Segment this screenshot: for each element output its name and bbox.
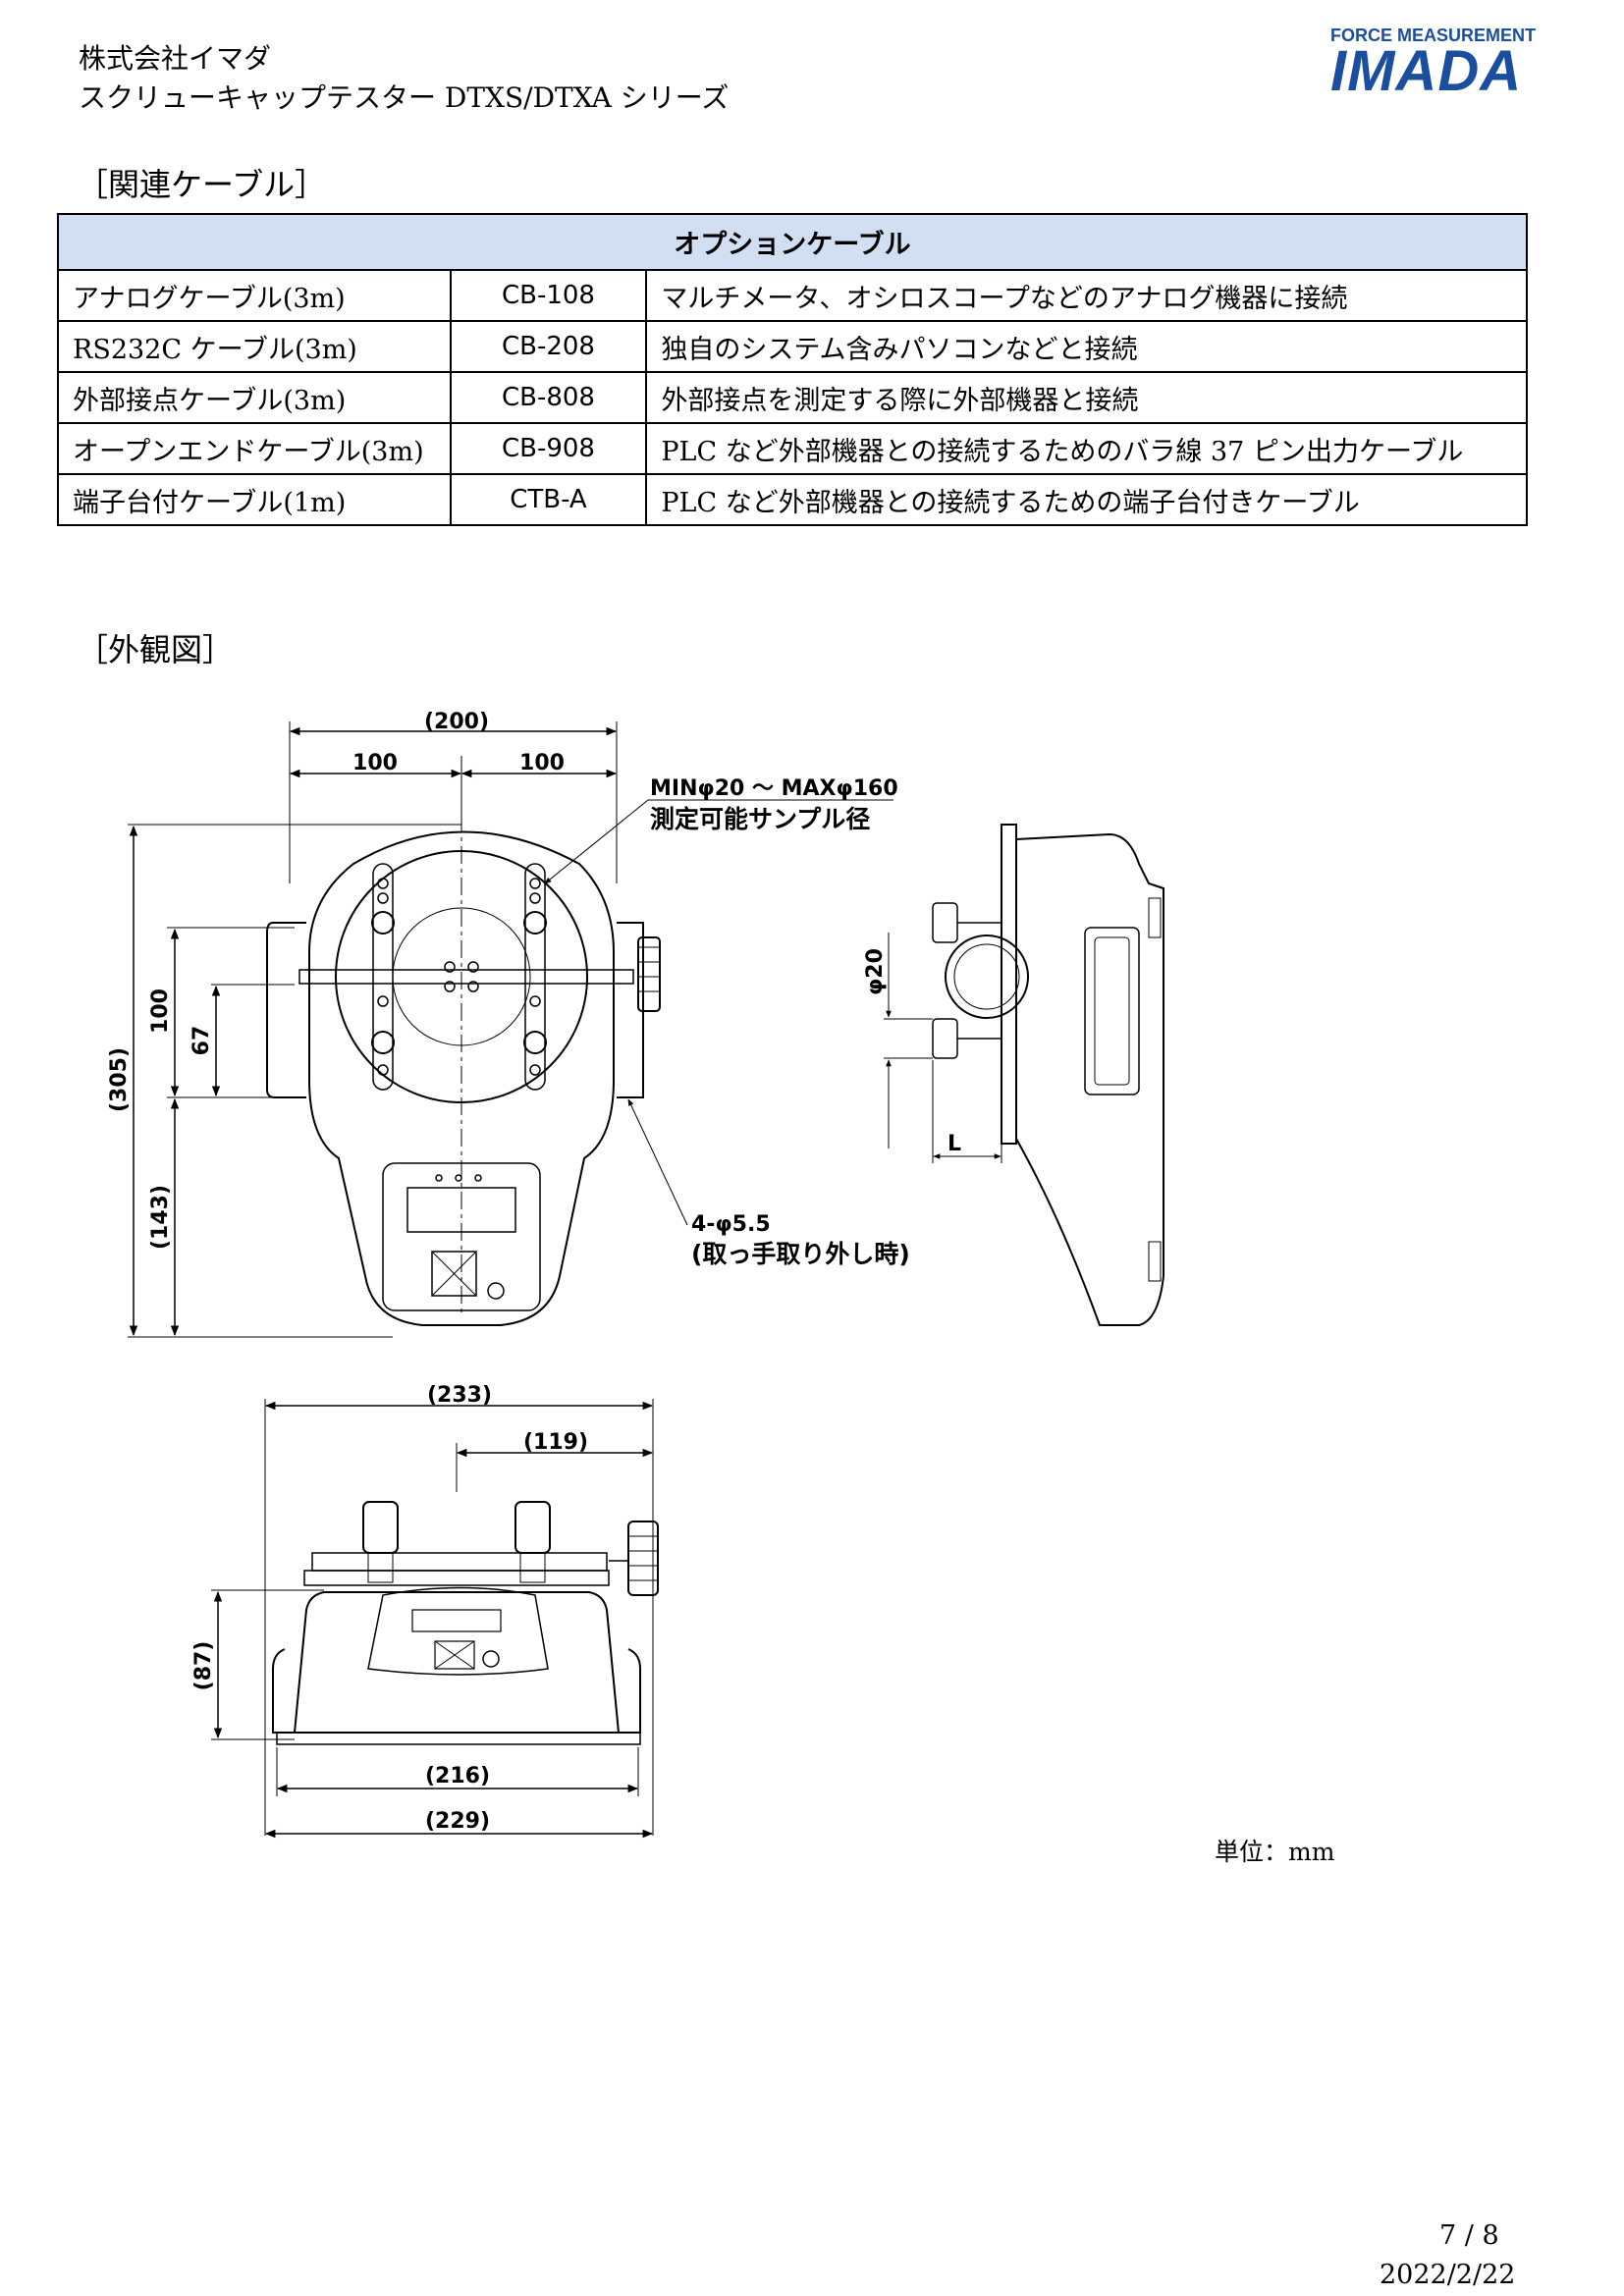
dim-67: 67: [189, 1026, 214, 1056]
cable-model: CTB-A: [449, 473, 648, 526]
cable-model: CB-908: [449, 422, 648, 475]
dim-229: (229): [425, 1809, 490, 1834]
cable-description: 外部接点を測定する際に外部機器と接続: [645, 371, 1528, 424]
page-date: 2022/2/22: [1380, 2260, 1516, 2290]
logo-tagline: FORCE MEASUREMENT: [1330, 26, 1537, 45]
cable-description: PLC など外部機器との接続するための端子台付きケーブル: [645, 473, 1528, 526]
cable-name: 端子台付ケーブル(1m): [57, 473, 452, 526]
cable-name: アナログケーブル(3m): [57, 269, 452, 322]
cable-description: PLC など外部機器との接続するためのバラ線 37 ピン出力ケーブル: [645, 422, 1528, 475]
dim-sample-range: MINφ20 ～ MAXφ160: [650, 776, 898, 801]
dim-100-vertical: 100: [148, 988, 173, 1034]
dim-100-right: 100: [519, 751, 565, 775]
table-row: オープンエンドケーブル(3m) CB-908 PLC など外部機器との接続するた…: [57, 422, 1528, 475]
product-series: スクリューキャップテスター DTXS/DTXA シリーズ: [79, 81, 730, 114]
table-row: 外部接点ケーブル(3m) CB-808 外部接点を測定する際に外部機器と接続: [57, 371, 1528, 424]
dim-hole-note: (取っ手取り外し時): [691, 1240, 910, 1268]
cable-name: オープンエンドケーブル(3m): [57, 422, 452, 475]
dim-200: (200): [424, 710, 489, 734]
table-row: RS232C ケーブル(3m) CB-208 独自のシステム含みパソコンなどと接…: [57, 320, 1528, 373]
dim-phi20: φ20: [863, 948, 888, 995]
dim-hole: 4-φ5.5: [691, 1212, 771, 1237]
appearance-drawing: (200) 100 100 MINφ20 ～ MAXφ160 測定可能サンプル径…: [107, 710, 1164, 1839]
cable-name: 外部接点ケーブル(3m): [57, 371, 452, 424]
cable-description: マルチメータ、オシロスコープなどのアナログ機器に接続: [645, 269, 1528, 322]
company-name: 株式会社イマダ: [79, 42, 272, 75]
dim-119: (119): [523, 1430, 588, 1455]
dim-sample-label: 測定可能サンプル径: [650, 805, 870, 833]
page-number: 7 / 8: [1439, 2220, 1499, 2251]
dim-87: (87): [191, 1641, 216, 1691]
dim-143: (143): [148, 1185, 173, 1250]
dim-100-left: 100: [352, 751, 398, 775]
cable-name: RS232C ケーブル(3m): [57, 320, 452, 373]
logo-wordmark: IMADA: [1330, 39, 1523, 103]
option-cable-table: オプションケーブル アナログケーブル(3m) CB-108 マルチメータ、オシロ…: [57, 213, 1528, 526]
section-title-appearance: ［外観図］: [77, 631, 235, 668]
table-header-row: オプションケーブル: [57, 213, 1528, 271]
cable-model: CB-808: [449, 371, 648, 424]
table-row: 端子台付ケーブル(1m) CTB-A PLC など外部機器との接続するための端子…: [57, 473, 1528, 526]
imada-logo: FORCE MEASUREMENT IMADA: [1330, 26, 1537, 103]
section-title-cables: ［関連ケーブル］: [77, 166, 327, 203]
table-row: アナログケーブル(3m) CB-108 マルチメータ、オシロスコープなどのアナロ…: [57, 269, 1528, 322]
dim-305: (305): [107, 1047, 132, 1112]
unit-note: 単位：mm: [1215, 1838, 1335, 1866]
cable-description: 独自のシステム含みパソコンなどと接続: [645, 320, 1528, 373]
dim-233: (233): [427, 1383, 492, 1408]
cable-model: CB-108: [449, 269, 648, 322]
dim-L: L: [947, 1132, 961, 1156]
dim-216: (216): [425, 1764, 490, 1789]
cable-model: CB-208: [449, 320, 648, 373]
table-header: オプションケーブル: [57, 213, 1528, 271]
